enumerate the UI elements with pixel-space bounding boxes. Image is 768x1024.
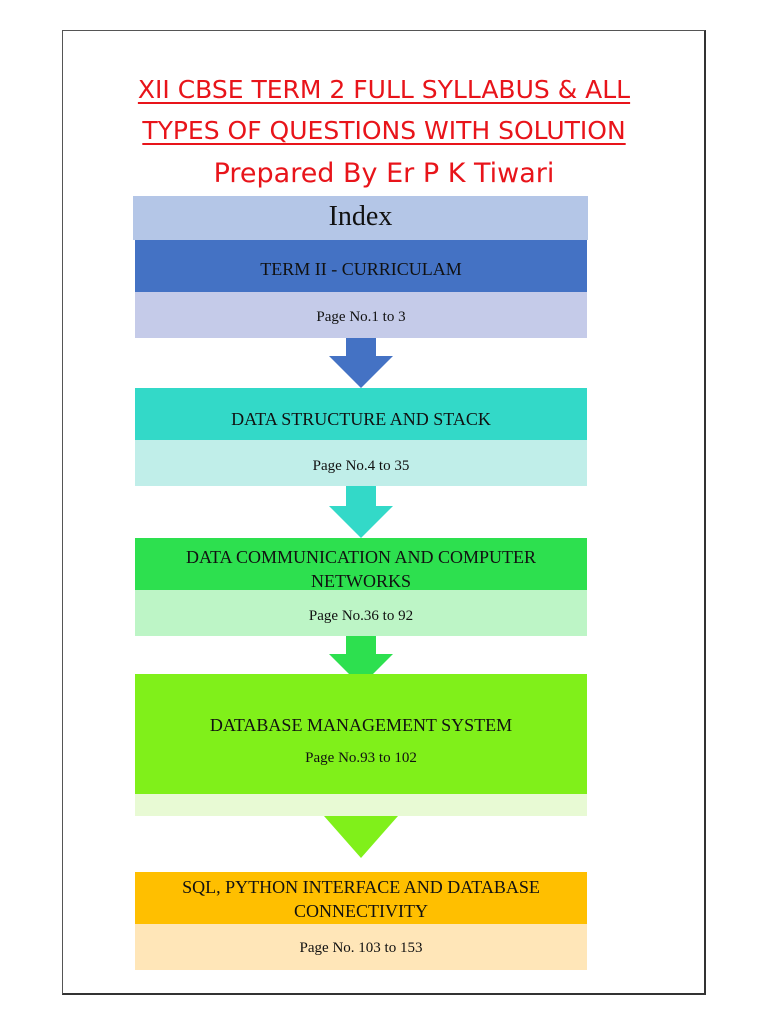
down-arrow-icon [324,816,398,858]
down-arrow-icon [329,486,393,538]
down-arrow-icon [329,636,393,686]
section-5-title-line-2: CONNECTIVITY [294,901,428,921]
section-1-title: TERM II - CURRICULAM [260,259,462,279]
section-5-pages: Page No. 103 to 153 [299,940,423,956]
section-3-pages-box: Page No.36 to 92 [135,590,587,636]
section-2-pages-box: Page No.4 to 35 [135,440,587,486]
section-4-title: DATABASE MANAGEMENT SYSTEM [209,715,513,735]
down-arrow-icon [329,338,393,388]
section-3-pages: Page No.36 to 92 [308,608,414,624]
section-5-header: SQL, PYTHON INTERFACE AND DATABASE CONNE… [135,872,587,924]
index-title: Index [328,201,393,232]
header-author: Prepared By Er P K Tiwari [213,158,555,189]
section-1-header: TERM II - CURRICULAM [135,240,587,292]
header-line-1: XII CBSE TERM 2 FULL SYLLABUS & ALL [137,75,631,104]
section-2-title: DATA STRUCTURE AND STACK [231,409,491,429]
index-title-box: Index [133,196,588,240]
section-4-footer-box [135,794,587,816]
section-1-pages: Page No.1 to 3 [316,309,406,325]
section-5-pages-box: Page No. 103 to 153 [135,924,587,970]
section-2-pages: Page No.4 to 35 [312,458,410,474]
section-1-pages-box: Page No.1 to 3 [135,292,587,338]
header-line-2: TYPES OF QUESTIONS WITH SOLUTION [142,116,626,145]
section-3-title-line-1: DATA COMMUNICATION AND COMPUTER [185,547,537,567]
section-4-pages: Page No.93 to 102 [305,750,417,766]
section-3-header: DATA COMMUNICATION AND COMPUTER NETWORKS [135,538,587,591]
section-5-title-line-1: SQL, PYTHON INTERFACE AND DATABASE [182,877,540,897]
section-4-header: DATABASE MANAGEMENT SYSTEM Page No.93 to… [135,674,587,794]
section-2-header: DATA STRUCTURE AND STACK [135,388,587,440]
section-3-title-line-2: NETWORKS [311,571,411,591]
